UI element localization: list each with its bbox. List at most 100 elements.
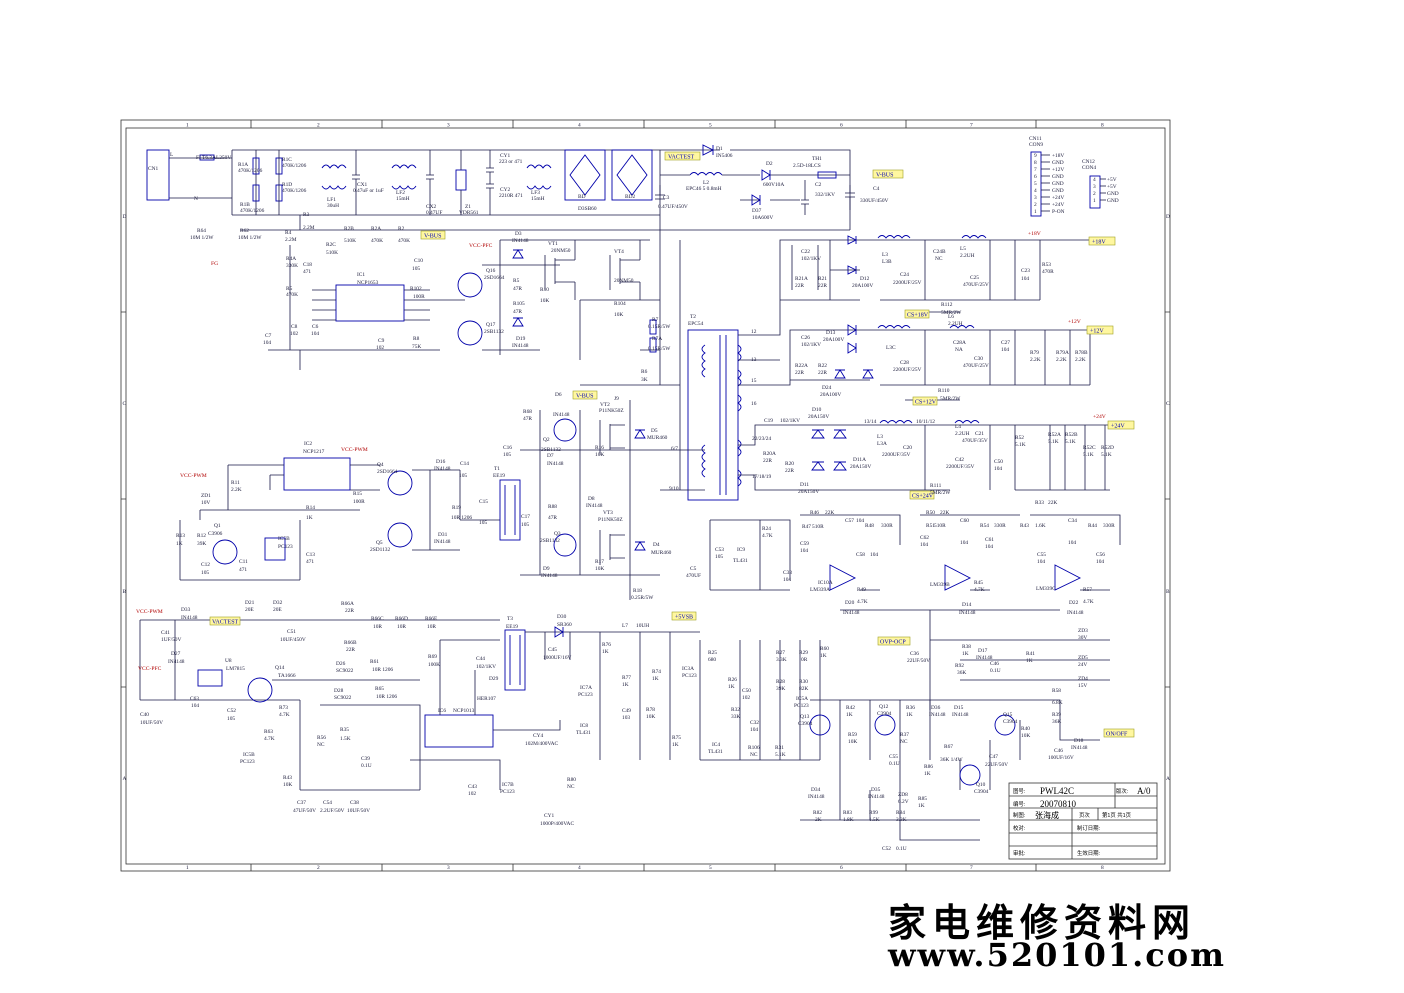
net-vcc-pfc-2: VCC-PFC — [138, 666, 162, 672]
component-label: 102/1KV — [801, 256, 821, 262]
component-label: 4.7K — [264, 736, 275, 742]
component-label: R7A — [652, 336, 662, 342]
component-label: 15V — [1078, 683, 1087, 689]
component-label: R45 — [974, 580, 983, 586]
component-label: D3 — [515, 231, 522, 237]
component-label: 10R — [427, 624, 436, 630]
component-label: 22R — [818, 283, 827, 289]
component-label: 102/1KV — [780, 418, 800, 424]
frame-col-top-5: 5 — [709, 123, 712, 129]
component-label: 105 — [412, 266, 420, 272]
component-label: T3 — [507, 616, 513, 622]
cn11-pin-number: 6 — [1034, 174, 1037, 180]
component-label: D26 — [336, 661, 346, 667]
cn11-pin-number: 2 — [1034, 202, 1037, 208]
component-label: C23 — [1021, 268, 1030, 274]
component-label: 15mH — [396, 196, 410, 202]
component-label: 1000P/400VAC — [540, 821, 574, 827]
component-label: R4A — [286, 256, 296, 262]
component-label: 47UF/50V — [293, 808, 316, 814]
component-label: LM339A — [810, 587, 830, 593]
component-label: R54 — [980, 523, 989, 529]
page-label: 页次 — [1079, 811, 1090, 819]
component-label: L7 — [622, 623, 628, 629]
component-label: 1.5K — [869, 817, 880, 823]
component-label: R67 — [944, 744, 953, 750]
component-label: Q2 — [543, 437, 550, 443]
component-label: R66A — [341, 601, 354, 607]
component-label: C3904 — [798, 721, 813, 727]
component-label: 104 — [191, 703, 199, 709]
drawn-label: 制图: — [1013, 811, 1025, 819]
component-label: R43 — [283, 775, 292, 781]
component-label: 17/18/19 — [752, 474, 771, 480]
component-label: D37 — [752, 208, 762, 214]
component-label: 36K — [957, 670, 966, 676]
component-label: 2K — [815, 817, 822, 823]
component-label: R2B — [344, 226, 354, 232]
component-label: C30 — [974, 356, 983, 362]
component-label: C4 — [873, 186, 880, 192]
component-label: C62 — [920, 535, 929, 541]
component-label: EPC46 5 0.8mH — [686, 186, 722, 192]
component-label: R42 — [846, 705, 855, 711]
component-label: R40 — [1021, 726, 1030, 732]
component-label: 6/7 — [671, 446, 678, 452]
component-label: 5.1K — [1015, 442, 1026, 448]
component-label: 223 or 471 — [499, 159, 523, 165]
component-label: D16 — [436, 459, 446, 465]
component-label: C63 — [190, 696, 199, 702]
component-label: 1K — [918, 803, 925, 809]
component-label: IN4148 — [1067, 610, 1084, 616]
component-label: 470UF — [686, 573, 701, 579]
component-label: R53 — [1042, 262, 1051, 268]
code-value: 20070810 — [1040, 799, 1077, 809]
component-label: C13 — [306, 552, 315, 558]
component-label: 20A100V — [852, 283, 873, 289]
cn11-pin-number: 7 — [1034, 167, 1037, 173]
component-label: T2 — [690, 314, 696, 320]
component-label: 22K — [825, 510, 834, 516]
component-label: VT4 — [614, 249, 624, 255]
component-label: R19 — [452, 505, 461, 511]
component-label: 2.2K — [1075, 357, 1086, 363]
component-label: ZD8 — [898, 792, 908, 798]
net-vbus-pwm: V-BUS — [576, 394, 593, 400]
component-label: D8 — [588, 496, 595, 502]
component-label: D28 — [334, 688, 344, 694]
component-label: CY2 — [500, 187, 510, 193]
component-label: ZD4 — [1078, 676, 1088, 682]
component-label: R66C — [371, 616, 384, 622]
component-label: PC123 — [500, 789, 515, 795]
component-label: 10M 1/2W — [190, 235, 214, 241]
component-label: R62 — [240, 228, 249, 234]
component-label: C3904 — [974, 789, 989, 795]
component-label: C36 — [910, 651, 919, 657]
component-label: C3904 — [1003, 719, 1018, 725]
component-label: C41 — [161, 630, 170, 636]
component-label: 1K — [728, 684, 735, 690]
net-cs24v: CS+24V — [912, 494, 934, 500]
component-label: 10K — [646, 714, 655, 720]
component-label: 10R 1206 — [451, 515, 472, 521]
component-label: IN4148 — [434, 539, 451, 545]
component-label: R106 — [748, 745, 760, 751]
net-cs18v: CS+18V — [907, 313, 929, 319]
component-label: VT3 — [603, 510, 613, 516]
component-label: Q4 — [377, 462, 384, 468]
component-label: C18 — [303, 262, 312, 268]
component-label: 1K — [820, 653, 827, 659]
component-label: C58 — [856, 552, 865, 558]
component-label: C28A — [953, 340, 966, 346]
frame-col-bottom-7: 7 — [970, 865, 973, 871]
component-label: R52D — [1101, 445, 1114, 451]
component-label: 5.1K — [1048, 439, 1059, 445]
component-label: Q5 — [376, 540, 383, 546]
component-label: SC9022 — [336, 668, 354, 674]
component-label: D30 — [557, 614, 567, 620]
frame-col-top-6: 6 — [840, 123, 843, 129]
drawing-number: PWL42C — [1040, 786, 1074, 796]
component-label: 102/1KV — [801, 342, 821, 348]
component-label: 12 — [751, 329, 757, 335]
component-label: 20A100V — [820, 392, 841, 398]
